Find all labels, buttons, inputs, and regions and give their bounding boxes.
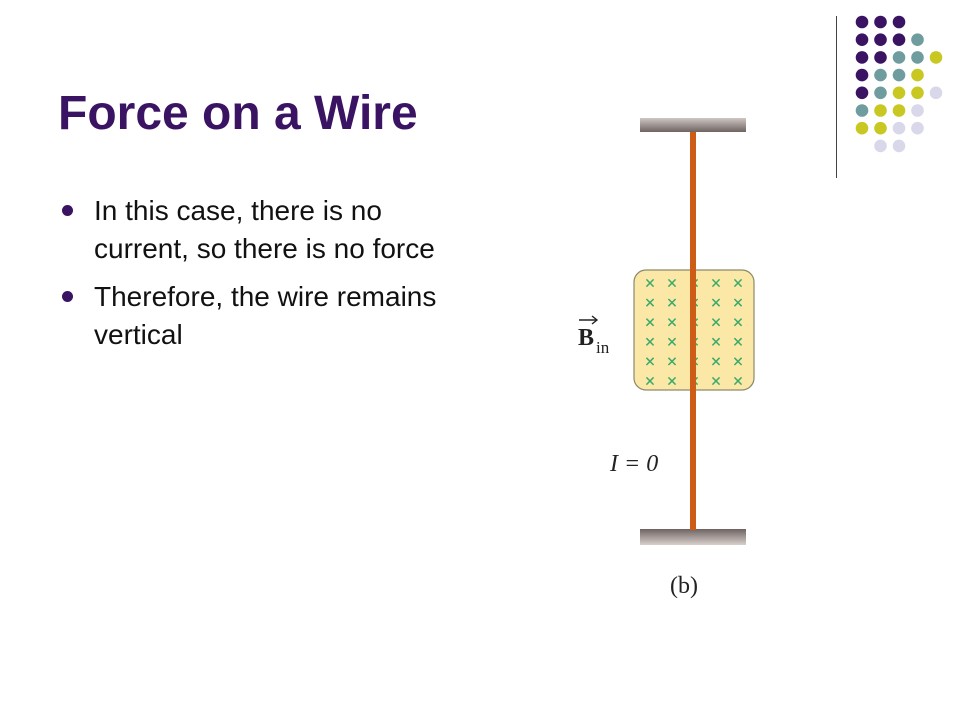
decorative-dot (892, 68, 906, 82)
decorative-dot (892, 51, 906, 64)
bullet-item: In this case, there is no current, so th… (60, 192, 470, 268)
field-cross-icon (667, 337, 677, 346)
field-cross-icon (711, 298, 721, 307)
decorative-dot (892, 139, 906, 153)
field-cross-icon (645, 278, 655, 288)
decorative-dot (874, 121, 887, 135)
field-cross-icon (733, 376, 743, 386)
decorative-dot (911, 51, 924, 64)
field-cross-icon (711, 337, 721, 346)
field-cross-icon (711, 376, 721, 386)
decorative-dot (874, 51, 887, 64)
current-label: I = 0 (609, 451, 658, 477)
decorative-dot (911, 104, 924, 117)
decorative-dot (892, 121, 906, 135)
top-support (640, 118, 746, 132)
bottom-support (640, 529, 746, 545)
decorative-dot (929, 86, 943, 100)
field-cross-icon (667, 357, 677, 366)
decorative-dot (911, 121, 924, 135)
field-label: B in (578, 315, 610, 357)
decorative-dot (855, 104, 869, 117)
field-cross-icon (733, 318, 743, 327)
slide-title: Force on a Wire (58, 87, 418, 140)
decorative-dot (892, 86, 906, 100)
field-cross-icon (711, 318, 721, 327)
field-cross-icon (733, 357, 743, 366)
decorative-dot (911, 68, 924, 82)
decorative-dot (929, 51, 943, 64)
figure-caption: (b) (670, 573, 698, 599)
bullet-item: Therefore, the wire remains vertical (60, 278, 470, 354)
decorative-divider (836, 16, 837, 178)
decorative-dot (855, 86, 869, 100)
decorative-dot (855, 15, 869, 29)
bullet-text: Therefore, the wire remains vertical (94, 281, 437, 350)
field-crosses (645, 278, 743, 386)
bullet-text: In this case, there is no current, so th… (94, 195, 435, 264)
decorative-dot (892, 15, 906, 29)
decorative-dot (874, 86, 887, 100)
field-cross-icon (645, 337, 655, 346)
field-cross-icon (667, 376, 677, 386)
field-cross-icon (645, 318, 655, 327)
vector-arrow-head-icon (591, 315, 599, 325)
decorative-dot (892, 33, 906, 46)
field-cross-icon (667, 278, 677, 288)
field-cross-icon (733, 298, 743, 307)
decorative-dot (874, 139, 887, 153)
field-cross-icon (645, 376, 655, 386)
wire (690, 132, 696, 530)
decorative-dot (855, 51, 869, 64)
bullet-dot-icon (62, 291, 73, 302)
decorative-dot (855, 33, 869, 46)
field-cross-icon (645, 298, 655, 307)
decorative-dot (855, 68, 869, 82)
bullet-list: In this case, there is no current, so th… (60, 192, 470, 364)
field-cross-icon (733, 278, 743, 288)
field-cross-icon (733, 337, 743, 346)
decorative-dot (855, 121, 869, 135)
decorative-dot (911, 33, 924, 46)
decorative-dot (874, 15, 887, 29)
decorative-dot (874, 68, 887, 82)
field-cross-icon (711, 357, 721, 366)
field-subscript: in (596, 338, 610, 357)
field-cross-icon (667, 318, 677, 327)
decorative-dot-grid (855, 15, 943, 153)
field-cross-icon (667, 298, 677, 307)
bullet-dot-icon (62, 205, 73, 216)
field-cross-icon (645, 357, 655, 366)
field-cross-icon (711, 278, 721, 288)
decorative-dot (892, 104, 906, 117)
field-symbol: B (578, 325, 594, 351)
decorative-dot (874, 33, 887, 46)
decorative-dot (911, 86, 924, 100)
wire-figure: B in I = 0 (b) (578, 118, 755, 599)
decorative-dot (874, 104, 887, 117)
